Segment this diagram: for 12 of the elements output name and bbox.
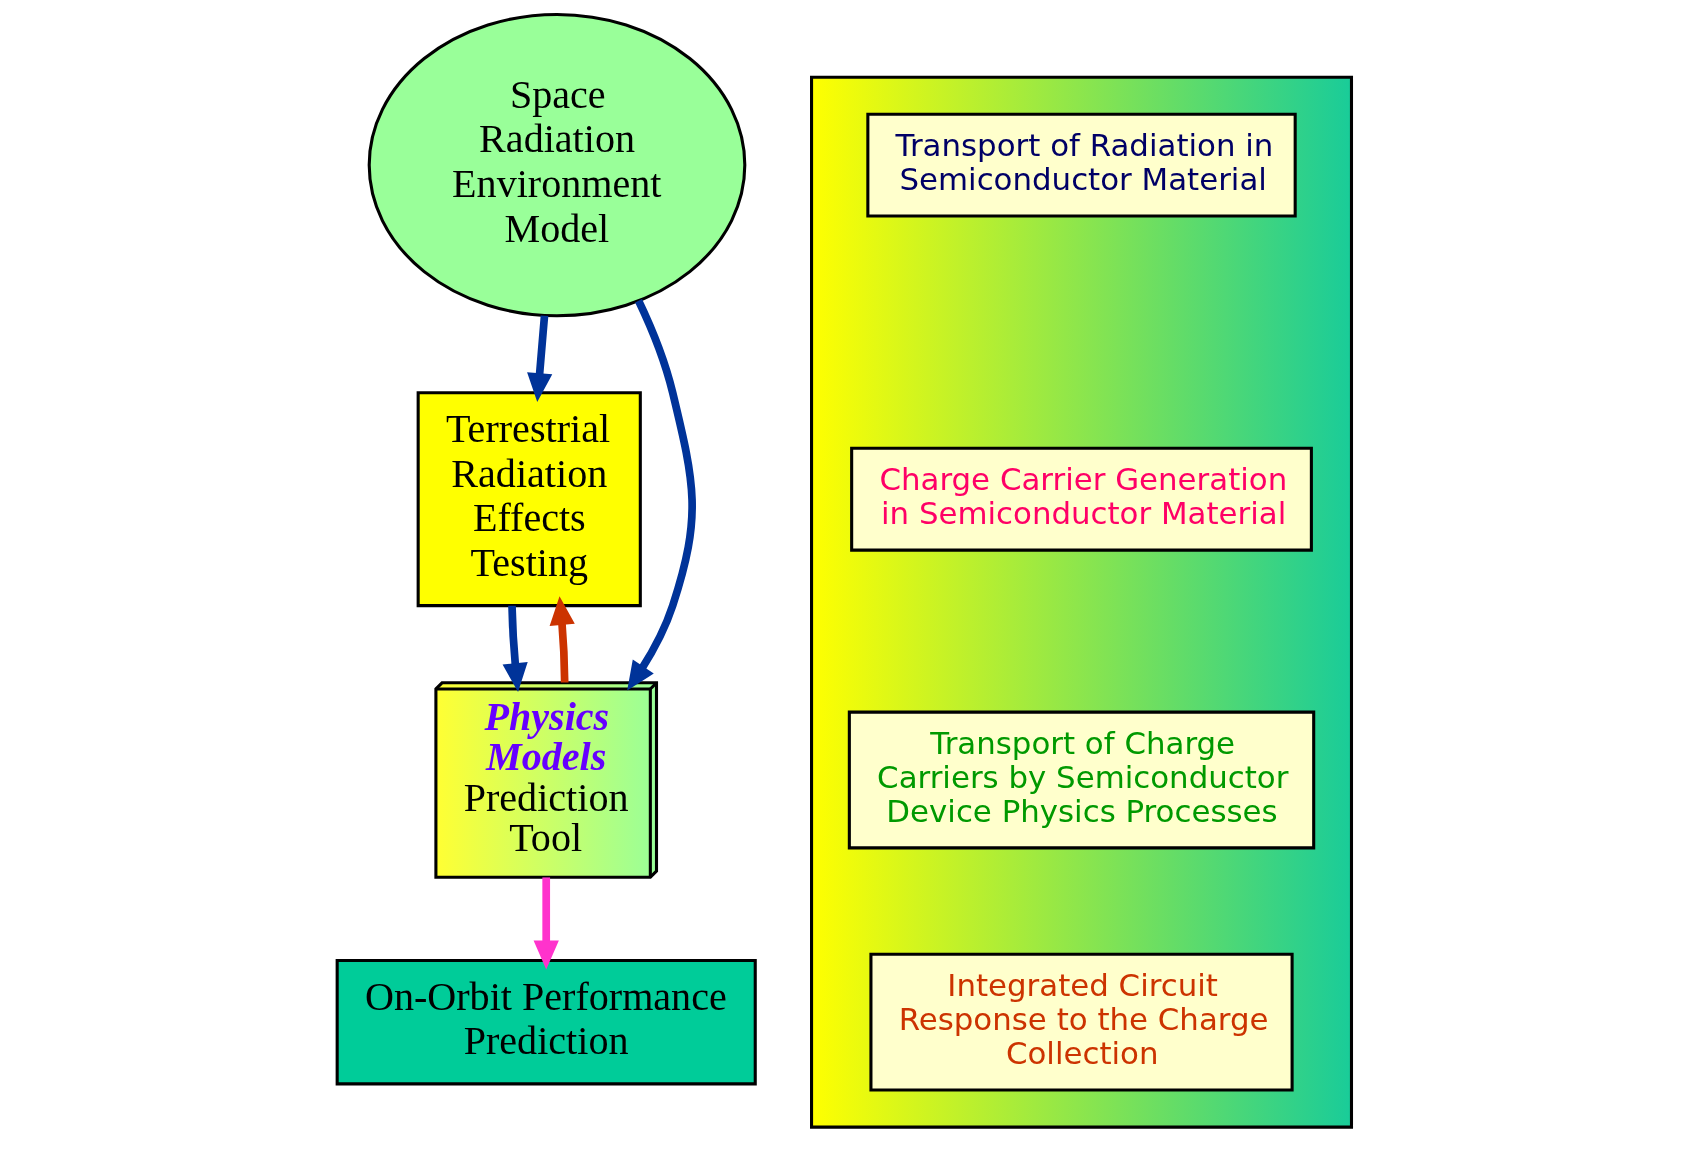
node-box: Transport of Radiation in Semiconductor Material xyxy=(866,112,1297,218)
node-box: Terrestrial Radiation Effects Testing xyxy=(416,391,642,608)
arrow xyxy=(533,877,559,970)
arrow xyxy=(527,315,553,403)
arrow xyxy=(549,596,575,683)
node-ellipse: Space Radiation Environment Model xyxy=(367,12,747,318)
node-box: Transport of Charge Carriers by Semiconductor Device Physics Processes xyxy=(847,710,1316,850)
node-box: Integrated Circuit Response to the Charge Collection xyxy=(869,952,1294,1092)
node-box: On-Orbit Performance Prediction xyxy=(335,958,757,1086)
cluster xyxy=(810,75,1354,1129)
arrow xyxy=(502,605,528,693)
node-box: Charge Carrier Generation in Semiconductor Material xyxy=(850,446,1313,552)
